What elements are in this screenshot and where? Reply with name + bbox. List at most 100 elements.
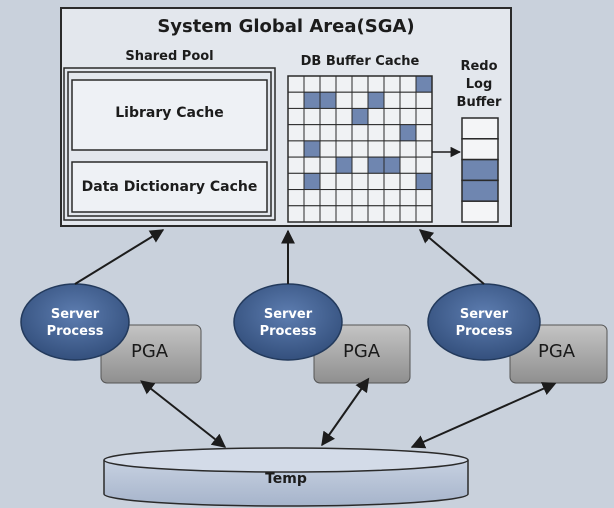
buffer-cell-empty	[367, 189, 385, 207]
buffer-cell-empty	[383, 75, 401, 93]
buffer-cell-empty	[303, 107, 321, 126]
buffer-cell-empty	[351, 140, 369, 158]
buffer-cell-empty	[399, 172, 417, 191]
buffer-cell-filled	[367, 91, 385, 109]
buffer-cell-empty	[351, 75, 369, 93]
buffer-cell-empty	[303, 205, 321, 223]
pga2-temp-arrow	[321, 377, 370, 447]
temp-cylinder	[103, 447, 469, 507]
buffer-cell-empty	[335, 124, 353, 142]
buffer-cell-empty	[351, 91, 369, 109]
server-process-label-2: Server Process	[234, 306, 342, 340]
buffer-cell-empty	[303, 75, 321, 93]
buffer-cell-empty	[367, 172, 385, 191]
buffer-grid-border	[287, 75, 433, 223]
buffer-cell-empty	[335, 75, 353, 93]
buffer-cell-filled	[335, 156, 353, 174]
shared-pool-label: Shared Pool	[125, 49, 214, 64]
buffer-cell-empty	[367, 75, 385, 93]
buffer-cell-empty	[319, 124, 337, 142]
buffer-cell-empty	[367, 205, 385, 223]
buffer-cell-empty	[399, 75, 417, 93]
server-process-2-line-1: Server	[263, 307, 313, 322]
buffer-cell-empty	[335, 107, 353, 126]
server-process-label-1: Server Process	[21, 306, 129, 340]
pga-label-3: PGA	[538, 341, 576, 362]
server-process-1-line-2: Process	[46, 324, 104, 339]
buffer-cell-empty	[287, 75, 305, 93]
redo-label-line-2: Log	[465, 77, 493, 92]
buffer-cell-filled	[415, 172, 433, 191]
buffer-cell-empty	[335, 91, 353, 109]
redo-label-line-3: Buffer	[456, 95, 502, 110]
pga1-temp-arrow	[140, 380, 227, 448]
redo-slot-empty	[461, 138, 499, 161]
server-process-1-line-1: Server	[50, 307, 100, 322]
redo-log-buffer-stack	[461, 117, 499, 223]
buffer-cell-empty	[287, 107, 305, 126]
buffer-cell-empty	[319, 140, 337, 158]
buffer-cell-filled	[319, 91, 337, 109]
pga-label-1: PGA	[131, 341, 169, 362]
buffer-cell-empty	[303, 156, 321, 174]
redo-log-buffer-label: Redo Log Buffer	[446, 58, 512, 112]
server-process-group-1	[20, 283, 202, 384]
buffer-cell-empty	[319, 107, 337, 126]
buffer-cell-empty	[287, 156, 305, 174]
buffer-cell-empty	[351, 156, 369, 174]
sga-title: System Global Area(SGA)	[157, 16, 415, 37]
buffer-cell-empty	[415, 205, 433, 223]
buffer-cell-empty	[335, 140, 353, 158]
buffer-cell-empty	[335, 189, 353, 207]
buffer-cell-empty	[415, 124, 433, 142]
buffer-cell-empty	[319, 189, 337, 207]
temp-label: Temp	[265, 471, 307, 487]
buffer-cell-empty	[335, 172, 353, 191]
buffer-cell-empty	[383, 189, 401, 207]
library-cache-box	[71, 79, 268, 151]
buffer-cell-empty	[383, 107, 401, 126]
pga3-temp-arrow	[410, 382, 557, 449]
buffer-cell-empty	[287, 172, 305, 191]
buffer-cell-empty	[415, 107, 433, 126]
buffer-cell-empty	[367, 124, 385, 142]
buffer-cell-empty	[367, 140, 385, 158]
buffer-cell-filled	[351, 107, 369, 126]
buffer-cell-empty	[399, 156, 417, 174]
buffer-cell-empty	[319, 75, 337, 93]
redo-slot-empty	[461, 200, 499, 223]
buffer-cell-empty	[303, 124, 321, 142]
buffer-cell-empty	[383, 172, 401, 191]
buffer-cell-filled	[415, 75, 433, 93]
buffer-cell-filled	[303, 140, 321, 158]
db-buffer-cache-label: DB Buffer Cache	[300, 54, 420, 69]
data-dictionary-cache-label: Data Dictionary Cache	[81, 179, 258, 195]
server-process-group-3	[427, 283, 608, 384]
buffer-cell-empty	[415, 156, 433, 174]
temp-cylinder-top	[103, 447, 469, 473]
buffer-cell-empty	[399, 205, 417, 223]
buffer-cell-empty	[287, 91, 305, 109]
buffer-cell-empty	[383, 91, 401, 109]
buffer-cell-filled	[303, 172, 321, 191]
data-dictionary-cache-box	[71, 161, 268, 213]
shared-pool-box	[63, 67, 276, 221]
process1-to-sga-arrow	[74, 229, 165, 285]
redo-label-line-1: Redo	[460, 59, 498, 74]
buffer-cell-empty	[383, 124, 401, 142]
buffer-cell-empty	[383, 140, 401, 158]
buffer-cell-empty	[415, 91, 433, 109]
buffer-cell-empty	[399, 189, 417, 207]
buffer-cell-empty	[383, 205, 401, 223]
buffer-cell-empty	[287, 205, 305, 223]
redo-slot-filled	[461, 158, 499, 182]
buffer-cell-empty	[287, 140, 305, 158]
buffer-cell-filled	[367, 156, 385, 174]
server-process-2-line-2: Process	[259, 324, 317, 339]
buffer-cell-empty	[351, 172, 369, 191]
server-process-3-line-2: Process	[455, 324, 513, 339]
buffer-cell-empty	[367, 107, 385, 126]
buffer-cell-empty	[303, 189, 321, 207]
db-buffer-cache-grid	[287, 75, 433, 223]
